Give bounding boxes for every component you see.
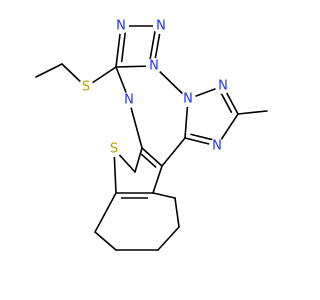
atom-n5: N xyxy=(180,91,196,107)
atom-n3: N xyxy=(146,58,162,74)
atom-n4-bg xyxy=(121,92,137,108)
atom-n1-label: N xyxy=(116,19,126,34)
bond-c3-me2 xyxy=(237,110,268,115)
bond-cy2-cy3 xyxy=(157,226,180,251)
bond-c6-c5 xyxy=(141,147,163,167)
atom-n2: N xyxy=(153,18,169,34)
bond-c6-c7 xyxy=(134,147,143,173)
atom-n5-label: N xyxy=(183,92,193,107)
atom-n5-bg xyxy=(180,91,196,107)
bond-c1-n1-double xyxy=(120,31,127,63)
atom-n1-bg xyxy=(113,18,129,34)
atom-layer: S S N N N N N xyxy=(78,18,231,157)
atom-n7-label: N xyxy=(212,139,222,154)
bond-c5-c4 xyxy=(161,137,186,167)
bond-c6-c5-double xyxy=(140,153,157,168)
atom-s1-bg xyxy=(78,79,94,95)
bond-n4-c6 xyxy=(128,99,143,149)
atom-s2-label: S xyxy=(110,142,118,157)
atom-n1: N xyxy=(113,18,129,34)
atom-n6-label: N xyxy=(218,79,228,94)
atom-s1-label: S xyxy=(82,80,90,95)
atom-n2-bg xyxy=(153,18,169,34)
bond-cy5-c10 xyxy=(94,192,117,233)
atom-n6: N xyxy=(215,78,231,94)
atom-n7-bg xyxy=(209,138,225,154)
atom-n7: N xyxy=(209,138,225,154)
atom-n3-label: N xyxy=(149,59,159,74)
molecule-diagram: S S N N N N N xyxy=(35,18,268,251)
atom-s2-bg xyxy=(106,141,122,157)
bond-me1-ch2 xyxy=(35,63,63,78)
structure-canvas: S S N N N N N xyxy=(35,18,268,251)
atom-n2-label: N xyxy=(156,19,166,34)
atom-n4: N xyxy=(121,92,137,108)
bond-n6-c3-double xyxy=(220,91,233,113)
bond-n2-n3-double xyxy=(149,30,156,60)
bond-c8-c5 xyxy=(152,165,163,194)
atom-s2: S xyxy=(106,141,122,157)
atom-n4-label: N xyxy=(124,93,134,108)
atom-s1: S xyxy=(78,79,94,95)
atom-n3-bg xyxy=(146,58,162,74)
bond-n7-c4-double xyxy=(190,133,215,141)
bond-c8-cy1 xyxy=(152,192,176,199)
bond-cy1-cy2 xyxy=(174,197,180,228)
bond-cy4-cy5 xyxy=(94,231,117,251)
atom-n6-bg xyxy=(215,78,231,94)
